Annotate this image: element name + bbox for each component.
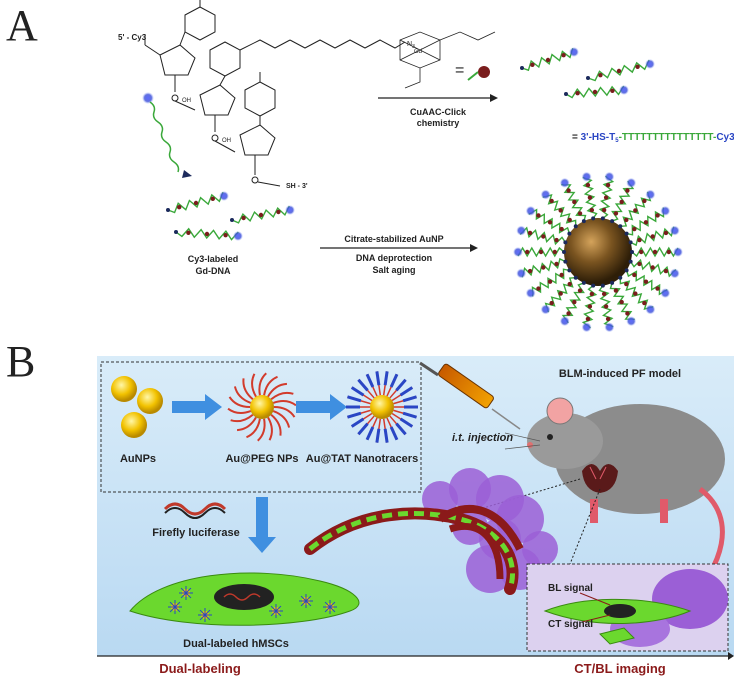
aunps-label: AuNPs <box>120 453 156 465</box>
injection-label: i.t. injection <box>452 432 513 444</box>
au-tat-icon <box>346 371 418 443</box>
gd-chelate-structure <box>399 31 496 89</box>
hmsc-cell <box>129 572 360 626</box>
down-arrow <box>248 497 276 553</box>
dna-sequence: = 3'-HS-T5-TTTTTTTTTTTTTTT-Cy3-5' <box>572 132 734 144</box>
three-prime-label: SH - 3' <box>286 183 308 190</box>
luciferase-label: Firefly luciferase <box>152 527 239 539</box>
panel-a-graphic: 5' - Cy3 SH - 3' OH OH N3 Gd = CuAAC-Cli… <box>118 0 734 333</box>
bl-signal-label: BL signal <box>548 583 593 594</box>
panel-b-graphic: AuNPs Au@PEG NPs Au@TAT Nanotracers Fire… <box>97 356 734 676</box>
model-label: BLM-induced PF model <box>559 368 681 380</box>
equals-sign: = <box>455 62 464 79</box>
reaction1-line2: chemistry <box>417 118 460 128</box>
reaction-arrow-1 <box>378 94 498 102</box>
timeline-axis <box>97 652 734 660</box>
reaction1-line1: CuAAC-Click <box>410 107 467 117</box>
au-peg-icon <box>227 372 297 442</box>
synthesis-box <box>100 361 422 493</box>
mouse-illustration <box>479 397 725 652</box>
gd-label: Gd <box>414 49 422 55</box>
five-prime-label: 5' - Cy3 <box>118 33 147 42</box>
axis-right-label: CT/BL imaging <box>574 661 666 676</box>
aunps-icon <box>111 376 163 438</box>
reactant-label-line1: Cy3-labeled <box>188 254 239 264</box>
gd-dna-strands-top <box>520 47 655 99</box>
hmscs-label: Dual-labeled hMSCs <box>183 638 289 650</box>
cell-nanotracers <box>168 586 337 622</box>
au-tat-label: Au@TAT Nanotracers <box>306 453 418 465</box>
au-peg-label: Au@PEG NPs <box>225 453 298 465</box>
reaction2-line1: Citrate-stabilized AuNP <box>344 234 443 244</box>
imaging-inset-graphic <box>543 569 728 647</box>
dna-strand-icon <box>142 92 192 178</box>
synthesis-arrow-1 <box>172 394 222 420</box>
synthesis-arrow-2 <box>296 394 347 420</box>
axis-left-label: Dual-labeling <box>159 661 241 676</box>
reaction2-line3: Salt aging <box>372 265 415 275</box>
gd-marker-icon <box>467 66 490 81</box>
oh-label-1: OH <box>182 98 191 104</box>
oh-label-2: OH <box>222 138 231 144</box>
syringe-icon <box>419 361 521 430</box>
au-nanoparticle-dna-conjugate <box>513 171 683 333</box>
ct-signal-label: CT signal <box>548 619 593 630</box>
reactant-label-line2: Gd-DNA <box>196 266 231 276</box>
luciferase-icon <box>163 502 227 519</box>
oligo-chemical-structure <box>144 0 406 187</box>
panel-a-letter: A <box>6 1 38 50</box>
reaction2-line2: DNA deprotection <box>356 253 432 263</box>
migrating-cell-chain <box>304 505 524 595</box>
panel-b-letter: B <box>6 337 36 386</box>
gd-dna-strands-reactant <box>166 191 295 241</box>
reaction-arrow-2 <box>320 244 478 252</box>
